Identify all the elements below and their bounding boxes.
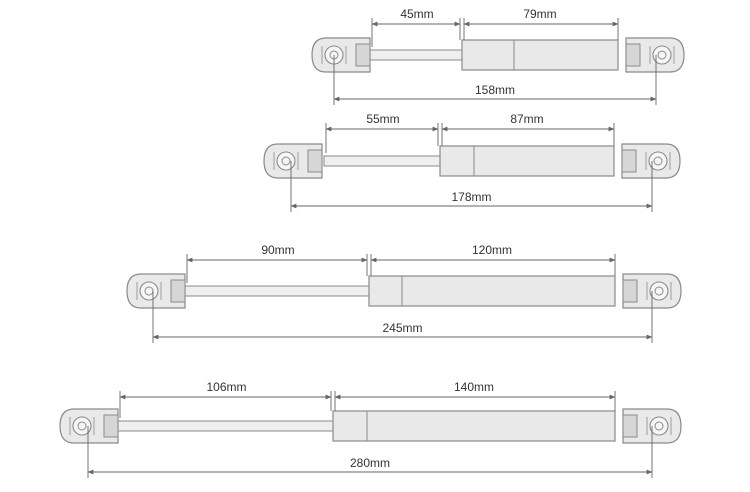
strut-drawing: [126, 273, 682, 309]
strut-245: 90mm 120mm 245mm: [126, 243, 682, 343]
cylinder-body: [332, 410, 616, 442]
body-dimension: [441, 123, 615, 146]
total-dimension: [333, 55, 657, 105]
piston-rod: [323, 155, 443, 167]
stroke-dimension: [119, 391, 332, 418]
total-length-label: 178mm: [451, 190, 491, 204]
body-dimension: [370, 254, 616, 276]
piston-rod: [369, 49, 465, 61]
total-length-label: 158mm: [475, 83, 515, 97]
total-length-label: 245mm: [382, 321, 422, 335]
stroke-dimension: [325, 123, 439, 153]
piston-rod: [184, 285, 372, 297]
right-end-fitting: [625, 37, 685, 73]
body-length-label: 79mm: [523, 7, 556, 21]
stroke-length-label: 55mm: [366, 112, 399, 126]
right-end-fitting: [621, 143, 681, 179]
cylinder-body: [439, 145, 615, 177]
piston-rod: [117, 420, 336, 432]
total-dimension: [152, 291, 653, 343]
strut-158: 45mm 79mm 158mm: [311, 7, 685, 105]
total-dimension: [87, 426, 653, 478]
stroke-dimension: [371, 18, 461, 47]
cylinder-body: [368, 275, 616, 307]
strut-drawing: [263, 143, 681, 179]
strut-drawing: [311, 37, 685, 73]
left-end-fitting: [59, 408, 119, 444]
stroke-length-label: 106mm: [206, 380, 246, 394]
stroke-length-label: 45mm: [400, 7, 433, 21]
strut-drawing: [59, 408, 682, 444]
strut-280: 106mm 140mm 280mm: [59, 380, 682, 478]
cylinder-body: [461, 39, 619, 71]
left-end-fitting: [126, 273, 186, 309]
body-dimension: [463, 18, 619, 40]
left-end-fitting: [311, 37, 371, 73]
body-length-label: 87mm: [510, 112, 543, 126]
left-end-fitting: [263, 143, 323, 179]
total-dimension: [290, 161, 653, 212]
body-dimension: [334, 391, 616, 411]
body-length-label: 140mm: [454, 380, 494, 394]
stroke-length-label: 90mm: [261, 243, 294, 257]
strut-178: 55mm 87mm 178mm: [263, 112, 681, 212]
total-length-label: 280mm: [350, 456, 390, 470]
stroke-dimension: [186, 254, 368, 283]
body-length-label: 120mm: [472, 243, 512, 257]
